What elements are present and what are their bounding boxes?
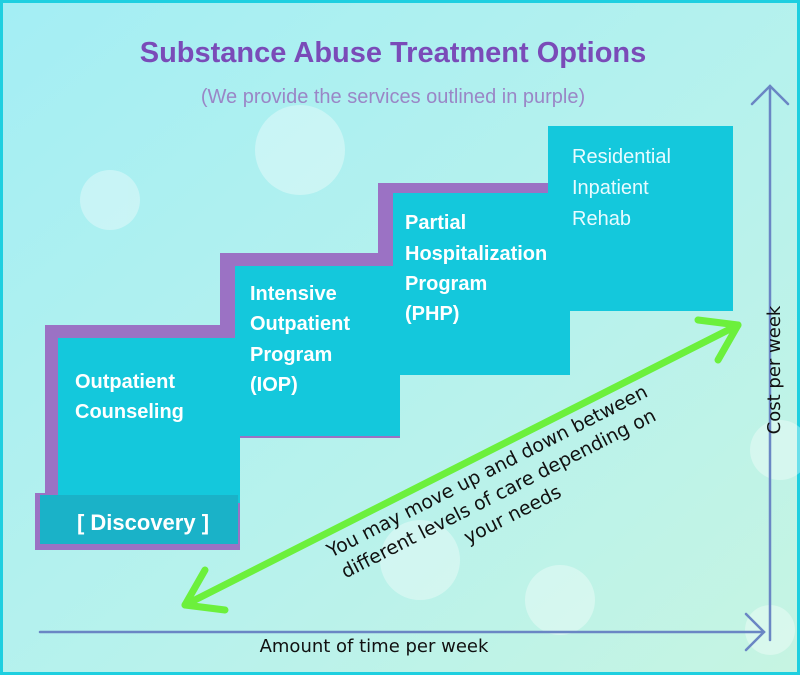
y-axis-arrowhead-icon — [750, 84, 790, 106]
step-outpatient — [58, 338, 240, 503]
step-php-label: Partial Hospitalization Program (PHP) — [405, 212, 553, 325]
discovery-label: [ Discovery ] — [77, 510, 209, 535]
step-iop — [235, 266, 400, 436]
step-outpatient-label: Outpatient Counseling — [75, 371, 184, 423]
x-axis-label: Amount of time per week — [260, 636, 489, 657]
subtitle: (We provide the services outlined in pur… — [201, 86, 585, 108]
step-residential — [548, 126, 733, 311]
x-axis-arrowhead-icon — [744, 612, 766, 652]
axes — [38, 84, 790, 652]
page-title: Substance Abuse Treatment Options — [140, 37, 647, 69]
step-iop-label: Intensive Outpatient Program (IOP) — [250, 283, 356, 396]
double-arrow-icon — [181, 316, 742, 614]
step-residential-label: Residential Inpatient Rehab — [572, 146, 677, 230]
step-php — [393, 193, 570, 375]
discovery-box — [40, 495, 238, 544]
y-axis-label: Cost per week — [764, 305, 785, 434]
